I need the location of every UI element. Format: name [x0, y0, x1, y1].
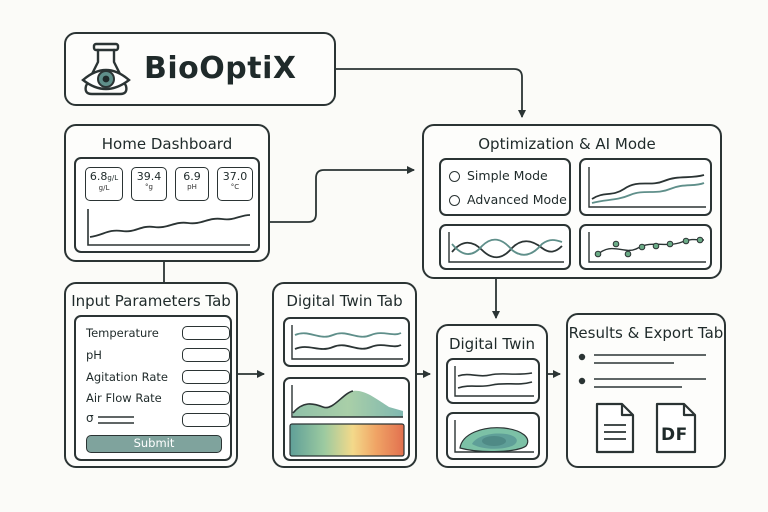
input-parameters-panel[interactable]: Input Parameters Tab Temperature pH Agit… — [64, 282, 238, 468]
parameter-form: Temperature pH Agitation Rate Air Flow R… — [74, 315, 232, 461]
metric-unit: g/L — [98, 184, 110, 192]
flask-eye-logo-icon — [81, 42, 131, 96]
results-export-title: Results & Export Tab — [568, 324, 724, 342]
digital-twin-tab-panel[interactable]: Digital Twin Tab — [272, 282, 417, 468]
metric-value: 6.9 — [183, 170, 201, 183]
field-label-agitation-rate: Agitation Rate — [86, 370, 168, 384]
export-pdf-icon[interactable] — [654, 401, 698, 455]
arrow-brand-to-optimization — [336, 68, 526, 118]
arrow-home-to-optimization — [270, 166, 415, 223]
ai-scatter-plot — [588, 232, 706, 263]
twin-line-chart-plot — [291, 325, 403, 360]
advanced-mode-radio[interactable] — [449, 195, 460, 206]
field-label-ph: pH — [86, 348, 102, 362]
digital-twin-title: Digital Twin — [448, 335, 536, 353]
submit-button[interactable]: Submit — [86, 435, 222, 453]
home-dashboard-panel[interactable]: Home Dashboard 6.8g/L g/L 39.4 °g 6.9 pH… — [64, 124, 270, 262]
results-bullet-list — [578, 353, 706, 388]
export-pdf-label: DF — [661, 425, 688, 445]
sigma-label-lines — [98, 416, 134, 424]
metric-card: 6.9 pH — [175, 167, 209, 201]
metric-unit: °g — [145, 183, 153, 191]
metric-value: 6.8 — [89, 170, 108, 183]
twin-contour-chart — [446, 412, 540, 460]
metric-value: 39.4 — [136, 170, 162, 183]
metric-card: 6.8g/L g/L — [85, 167, 123, 201]
temperature-input[interactable] — [182, 326, 230, 340]
export-document-icon[interactable] — [594, 401, 636, 455]
metric-unit: pH — [187, 183, 197, 191]
twin-contour-plot — [454, 420, 534, 453]
mode-selector: Simple Mode Advanced Mode — [439, 158, 571, 216]
metric-card: 39.4 °g — [131, 167, 167, 201]
field-label-air-flow-rate: Air Flow Rate — [86, 391, 162, 405]
ai-scatter-chart — [579, 224, 712, 270]
simple-mode-radio[interactable] — [449, 171, 460, 182]
twin-area-chart — [291, 385, 403, 418]
digital-twin-panel[interactable]: Digital Twin — [436, 324, 548, 468]
digital-twin-tab-title: Digital Twin Tab — [286, 292, 403, 310]
input-parameters-title: Input Parameters Tab — [71, 292, 231, 310]
twin-line-chart — [283, 317, 410, 367]
field-label-sigma: σ — [86, 411, 94, 425]
metric-value: 37.0 — [222, 170, 248, 183]
twin-surface-charts — [283, 377, 410, 461]
ai-wave-chart — [439, 224, 571, 270]
agitation-rate-input[interactable] — [182, 370, 230, 384]
dashboard-trend-chart — [87, 209, 251, 246]
optimization-ai-panel[interactable]: Optimization & AI Mode Simple Mode Advan… — [422, 124, 722, 279]
twin-heatmap — [289, 423, 405, 457]
results-export-panel[interactable]: Results & Export Tab DF — [566, 313, 726, 468]
optimization-ai-title: Optimization & AI Mode — [478, 135, 656, 153]
field-label-temperature: Temperature — [86, 326, 159, 340]
brand-name: BioOptiX — [144, 51, 297, 86]
air-flow-rate-input[interactable] — [182, 391, 230, 405]
metric-card: 37.0 °C — [217, 167, 253, 201]
simple-mode-label[interactable]: Simple Mode — [467, 168, 548, 183]
brand-panel: BioOptiX — [64, 32, 336, 106]
ph-input[interactable] — [182, 348, 230, 362]
twin-trend-chart — [446, 358, 540, 404]
sigma-input[interactable] — [182, 413, 230, 427]
advanced-mode-label[interactable]: Advanced Mode — [467, 192, 567, 207]
metric-unit-inline: g/L — [107, 174, 119, 182]
dashboard-preview: 6.8g/L g/L 39.4 °g 6.9 pH 37.0 °C — [74, 157, 260, 253]
metric-unit: °C — [230, 183, 240, 191]
home-dashboard-title: Home Dashboard — [101, 135, 233, 153]
ai-wave-plot — [448, 232, 564, 263]
optimization-line-chart — [579, 158, 712, 216]
twin-trend-plot — [454, 366, 534, 397]
optimization-line-plot — [588, 167, 706, 208]
